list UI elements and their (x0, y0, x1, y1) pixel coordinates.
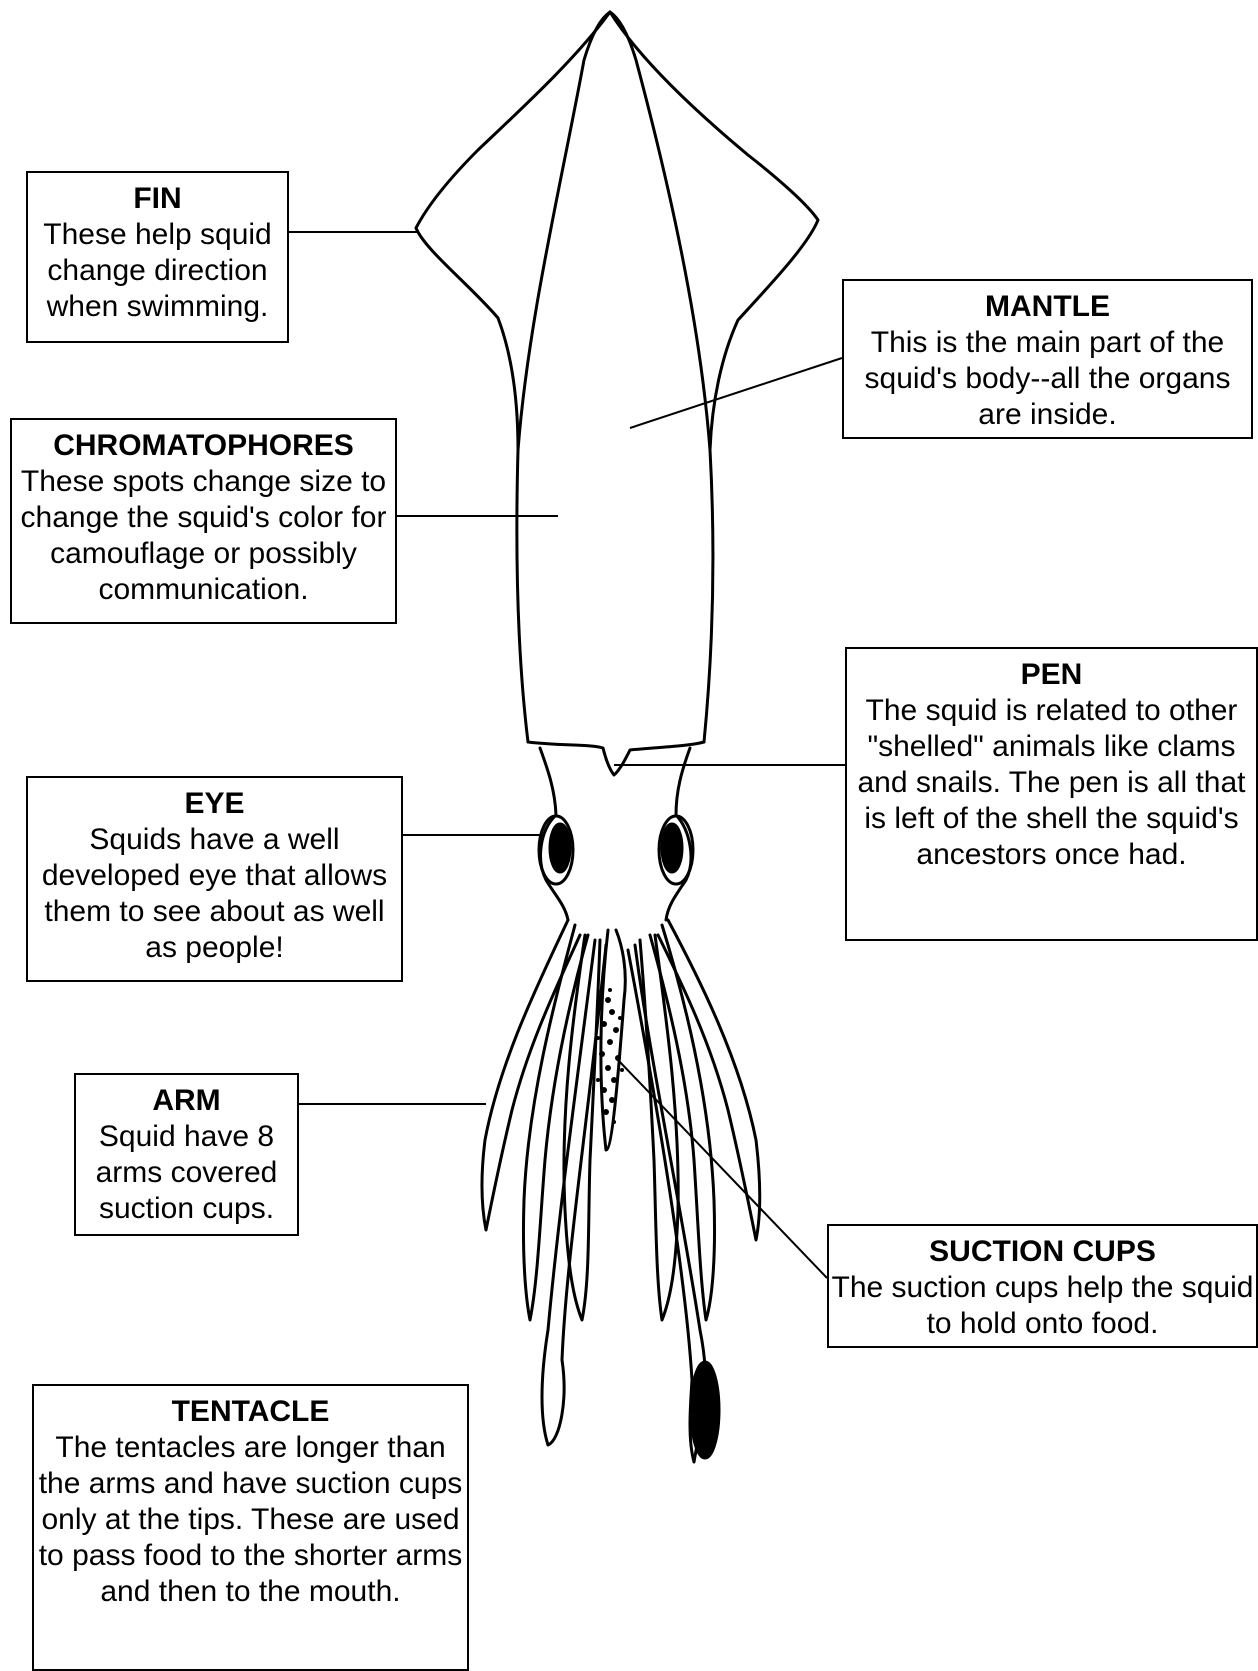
suction-cups-title: SUCTION CUPS (829, 1234, 1256, 1270)
mouth-region (601, 930, 625, 1150)
eye-label-box: EYE Squids have a well developed eye tha… (26, 776, 403, 982)
arm-title: ARM (76, 1083, 297, 1119)
right-eye-pupil (662, 824, 682, 872)
mantle-description: This is the main part of the squid's bod… (844, 325, 1251, 433)
chromatophores-title: CHROMATOPHORES (12, 428, 395, 464)
fin-label-box: FIN These help squid change direction wh… (26, 171, 289, 343)
fin-title: FIN (28, 181, 287, 217)
fin-outline (416, 12, 818, 450)
chromatophores-description: These spots change size to change the sq… (12, 464, 395, 608)
eye-title: EYE (28, 786, 401, 822)
tentacle-club (691, 1362, 719, 1458)
mantle-title: MANTLE (844, 289, 1251, 325)
mantle-collar (528, 742, 704, 775)
pen-title: PEN (847, 657, 1256, 693)
arm-description: Squid have 8 arms covered suction cups. (76, 1119, 297, 1227)
mantle-label-box: MANTLE This is the main part of the squi… (842, 279, 1253, 439)
suction-cups-description: The suction cups help the squid to hold … (829, 1270, 1256, 1342)
fin-description: These help squid change direction when s… (28, 217, 287, 325)
tentacle-title: TENTACLE (34, 1394, 467, 1430)
arm-label-box: ARM Squid have 8 arms covered suction cu… (74, 1073, 299, 1236)
tentacle-description: The tentacles are longer than the arms a… (34, 1430, 467, 1610)
pen-description: The squid is related to other "shelled" … (847, 693, 1256, 873)
chromatophores-label-box: CHROMATOPHORES These spots change size t… (10, 418, 397, 624)
mantle-outline (517, 12, 713, 742)
eye-description: Squids have a well developed eye that al… (28, 822, 401, 966)
suction-cups-label-box: SUCTION CUPS The suction cups help the s… (827, 1224, 1258, 1348)
tentacle-label-box: TENTACLE The tentacles are longer than t… (32, 1384, 469, 1671)
left-eye-pupil (550, 824, 570, 872)
pen-label-box: PEN The squid is related to other "shell… (845, 647, 1258, 941)
mantle-leader (630, 358, 842, 428)
